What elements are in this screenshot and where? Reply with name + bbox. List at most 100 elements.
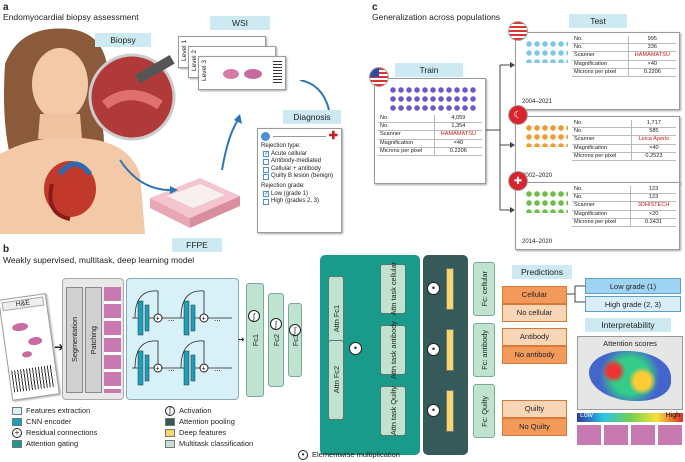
ffpe-block-icon xyxy=(150,178,240,228)
medical-cross-icon: ✚ xyxy=(328,129,338,142)
attn-task-antibody: Attn task antibody xyxy=(380,321,406,379)
train-patients-icon xyxy=(390,87,478,113)
test-years: 2004–2021 xyxy=(522,99,553,105)
panel-b-title: Weakly supervised, multitask, deep learn… xyxy=(3,255,195,265)
diagnosis-option: High (grades 2, 3) xyxy=(263,198,338,206)
checkbox-checked-icon: ✓ xyxy=(263,151,270,158)
deep-features-3 xyxy=(446,390,454,432)
us-flag-icon xyxy=(508,21,528,41)
checkbox-checked-icon: ✓ xyxy=(263,191,270,198)
attention-heatmap xyxy=(589,351,671,401)
ffpe-label: FFPE xyxy=(172,238,222,252)
diagnosis-option: Quilty B lesion (benign) xyxy=(263,173,338,181)
legend-swatch xyxy=(165,439,175,448)
grade-high: High grade (2, 3) xyxy=(585,296,681,312)
activation-icon-1: ∫ xyxy=(248,310,260,322)
checkbox-icon xyxy=(263,198,269,205)
svg-text:...: ... xyxy=(214,314,221,323)
elementwise-icon-3: • xyxy=(427,404,440,417)
patch-examples xyxy=(577,425,683,445)
svg-text:+: + xyxy=(202,316,206,323)
panel-a-title: Endomyocardial biopsy assessment xyxy=(3,12,139,22)
patch-thumbnails xyxy=(104,287,121,393)
panel-b-letter: b xyxy=(3,244,10,255)
elementwise-icon-gate: • xyxy=(349,342,362,355)
test-years: 2014–2020 xyxy=(522,239,553,245)
deep-features-1 xyxy=(446,268,454,310)
legend-item: Attention gating xyxy=(12,438,97,449)
fc2-block: Fc2 xyxy=(268,293,284,387)
fc-head-quilty: Fc: Quilty xyxy=(473,384,495,438)
legend-item: +Residual connections xyxy=(12,427,97,438)
legend-swatch xyxy=(12,417,22,426)
checkbox-icon xyxy=(263,174,269,181)
output-antibody: Antibody xyxy=(502,328,567,346)
svg-text:...: ... xyxy=(168,314,175,323)
legend-item: Features extraction xyxy=(12,405,97,416)
test-patients-icon xyxy=(526,125,568,147)
output-quilty: Quilty xyxy=(502,400,567,418)
swiss-flag-icon: ✚ xyxy=(508,171,528,191)
wsi-slide-3: Level 3 xyxy=(198,56,286,90)
he-slide: H&E xyxy=(0,293,60,401)
biopsy-label: Biopsy xyxy=(95,33,151,47)
diagnosis-option: Cellular + antibody xyxy=(263,166,338,174)
train-label: Train xyxy=(395,63,463,77)
output-no-cellular: No cellular xyxy=(502,304,567,322)
interpretability-label: Interpretability xyxy=(585,318,671,332)
biopsy-magnifier xyxy=(88,53,176,141)
attention-scores-panel: Attention scores xyxy=(577,336,683,410)
diagnosis-title: Diagnosis xyxy=(283,110,341,124)
patient-illustration xyxy=(0,28,145,234)
legend-item: Deep features xyxy=(165,427,253,438)
attn-task-quilty: Attn task Quilty xyxy=(380,386,406,436)
legend-item: CNN encoder xyxy=(12,416,97,427)
legend-item: Attention pooling xyxy=(165,416,253,427)
panel-a-letter: a xyxy=(3,2,9,13)
activation-icon: ∫ xyxy=(165,405,175,416)
rejection-grade-label: Rejection grade: xyxy=(261,182,305,189)
diagnosis-option: ✓Low (grade 1) xyxy=(263,190,309,198)
checkbox-icon xyxy=(263,158,269,165)
us-flag-icon xyxy=(369,67,389,87)
svg-text:+: + xyxy=(156,316,160,323)
legend-swatch xyxy=(12,439,22,448)
output-cellular: Cellular xyxy=(502,286,567,304)
activation-icon-3: ∫ xyxy=(289,324,301,336)
attn-fc2-block: Attn Fc2 xyxy=(328,340,344,420)
residual-plus-icon: + xyxy=(12,427,22,438)
legend-item: ∫Activation xyxy=(165,405,253,416)
patching-block: Patching xyxy=(85,287,102,393)
output-no-antibody: No antibody xyxy=(502,346,567,364)
grade-connectors xyxy=(567,285,585,303)
legend-swatch xyxy=(165,428,175,437)
test-years: 2002–2020 xyxy=(522,173,553,179)
deep-features-2 xyxy=(446,329,454,371)
predictions-label: Predictions xyxy=(512,265,572,279)
fc-head-cellular: Fc: cellular xyxy=(473,262,495,316)
panel-c-letter: c xyxy=(372,2,378,13)
arrow-to-fc1: ➔ xyxy=(238,335,245,344)
user-icon xyxy=(261,132,270,141)
rejection-type-label: Rejection type: xyxy=(261,143,301,149)
legend-swatch xyxy=(165,417,175,426)
elementwise-icon-1: • xyxy=(427,282,440,295)
arrow-he-to-seg: ➔ xyxy=(54,340,65,354)
fc-head-antibody: Fc: antibody xyxy=(473,323,495,377)
cnn-encoder-diagram: + + ...... xyxy=(131,290,233,386)
test-patients-icon xyxy=(526,191,568,213)
fc3-block: Fc3 xyxy=(288,303,302,377)
diagnosis-option: Antibody-mediated xyxy=(263,158,338,166)
legend-item: Multitask classification xyxy=(165,438,253,449)
turkey-flag-icon: ☾ xyxy=(508,105,528,125)
